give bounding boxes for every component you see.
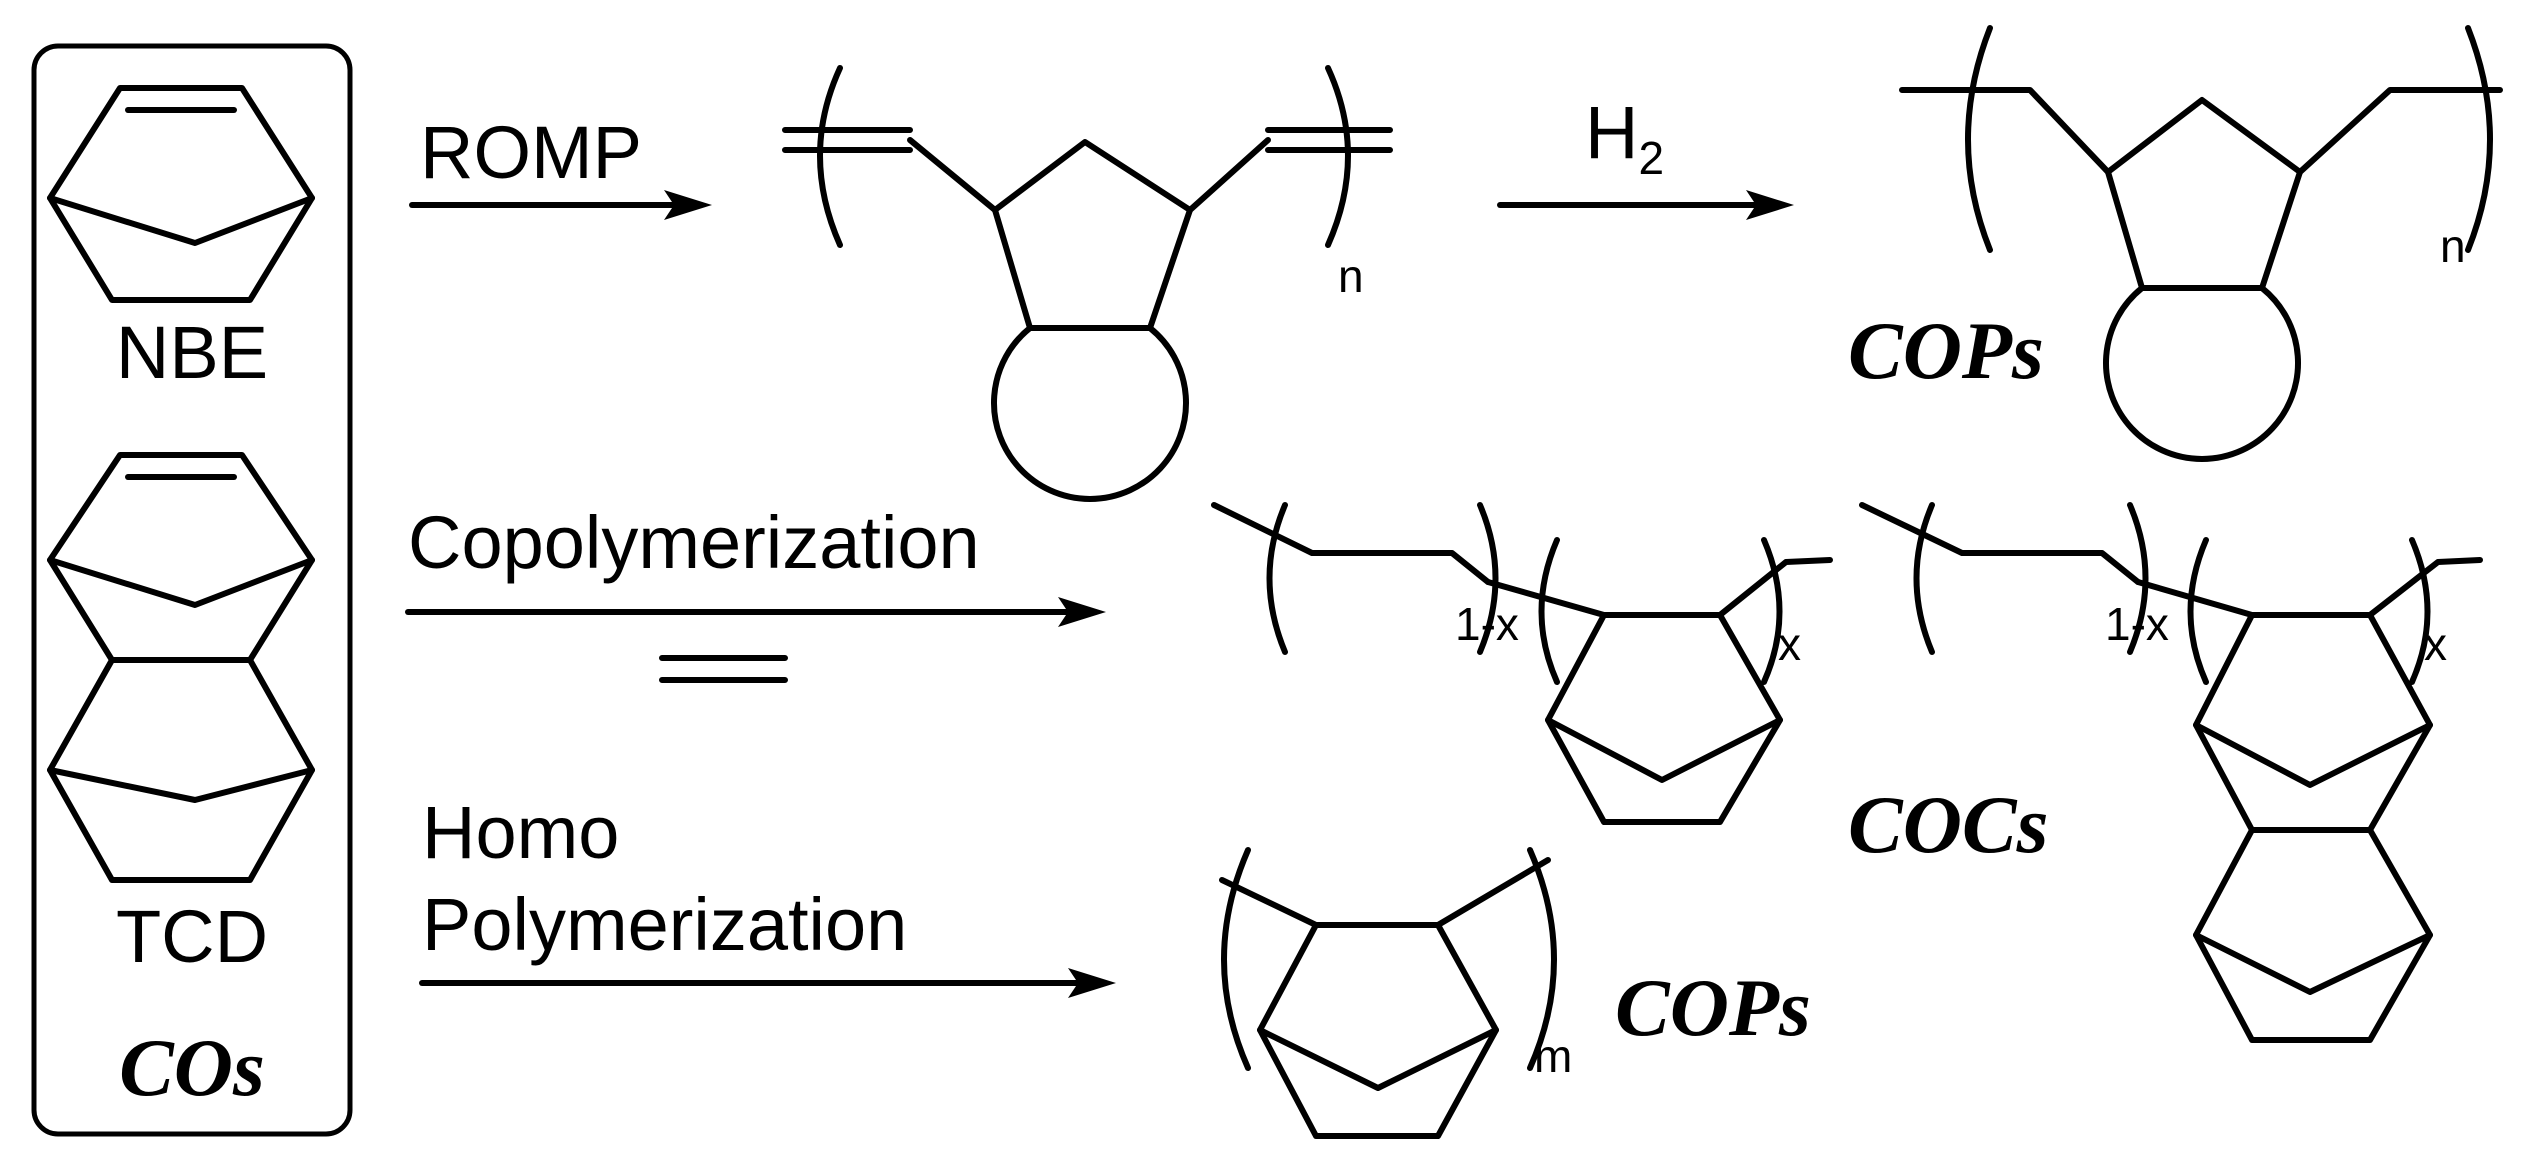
homo-label-line2: Polymerization	[422, 883, 907, 966]
cocs-label: COCs	[1848, 779, 2049, 870]
tcd-label: TCD	[116, 895, 268, 978]
homo-cop: m COPs	[1219, 847, 1811, 1139]
h2-sub: 2	[1638, 132, 1664, 184]
romp-polymer: n	[782, 65, 1393, 502]
cos-label: COs	[119, 1022, 265, 1113]
coc-nbe-repeat-x: x	[1778, 618, 1801, 670]
h2-label: H2	[1585, 91, 1664, 184]
homo-polymerization-arrow: Homo Polymerization	[419, 791, 1116, 998]
coc-tcd-repeat-x: x	[2424, 618, 2447, 670]
coc-nbe: 1-x x	[1211, 502, 1833, 825]
cops-label-bottom: COPs	[1615, 962, 1811, 1053]
homo-repeat-m: m	[1534, 1030, 1572, 1082]
hydrogenated-cop: n COPs	[1848, 25, 2503, 462]
ethylene-symbol	[659, 655, 788, 683]
copolymerization-arrow: Copolymerization	[405, 501, 1106, 683]
h2-main: H	[1585, 91, 1638, 174]
coc-nbe-repeat-1x: 1-x	[1455, 598, 1519, 650]
nbe-label: NBE	[116, 311, 268, 394]
romp-repeat-n: n	[1338, 250, 1364, 302]
coc-tcd: 1-x x COCs	[1848, 502, 2483, 1043]
coc-tcd-repeat-1x: 1-x	[2105, 598, 2169, 650]
nbe-structure	[47, 85, 315, 303]
monomer-box-frame	[31, 43, 353, 1137]
monomer-box: NBE TCD COs	[31, 43, 353, 1137]
romp-label: ROMP	[420, 111, 642, 194]
tcd-structure	[47, 452, 315, 883]
hydrogenation-arrow: H2	[1497, 91, 1794, 220]
romp-arrow: ROMP	[409, 111, 712, 220]
cops-label-top: COPs	[1848, 305, 2044, 396]
homo-label-line1: Homo	[422, 791, 619, 874]
cop-repeat-n: n	[2440, 220, 2466, 272]
copolymerization-label: Copolymerization	[408, 501, 980, 584]
